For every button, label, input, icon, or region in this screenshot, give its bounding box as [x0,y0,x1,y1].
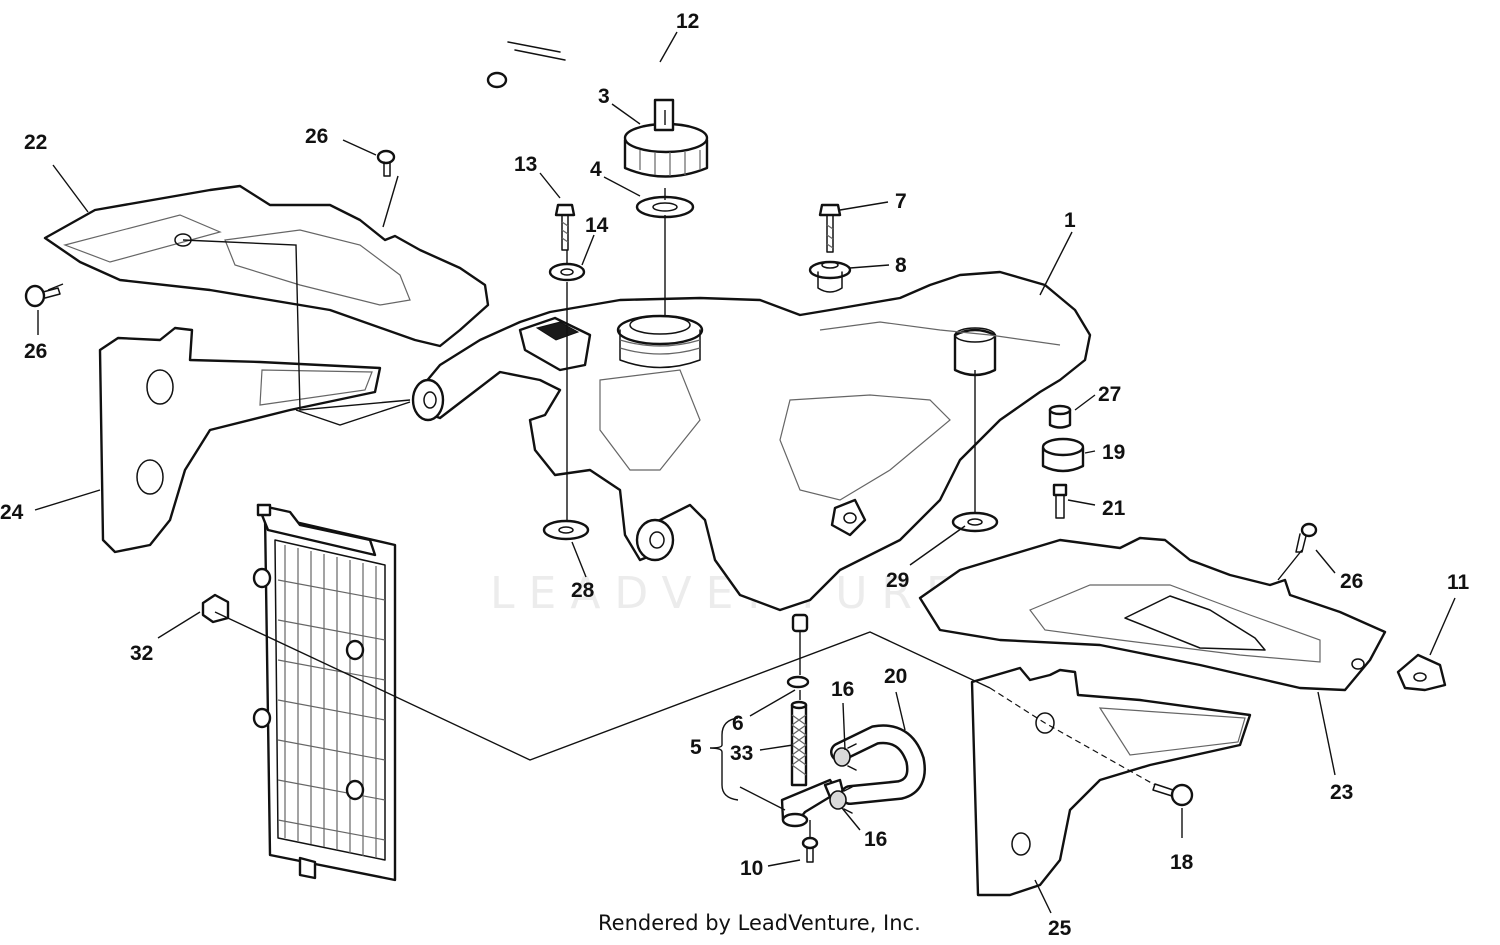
callout-27: 27 [1098,383,1121,406]
callout-26-upper: 26 [305,125,328,148]
callout-7: 7 [895,190,907,213]
part-16-hose-clamp-lower [829,786,853,814]
callout-22: 22 [24,131,47,154]
callout-26-left: 26 [24,340,47,363]
callout-10: 10 [740,857,763,880]
radiator-fins [277,545,386,858]
callout-26-right: 26 [1340,570,1363,593]
part-33-filter [790,700,808,787]
part-29-washer [951,511,999,533]
callout-25: 25 [1048,917,1072,940]
callout-24: 24 [0,501,24,524]
part-19-rubber-grommet [1041,437,1085,473]
part-11-clip-nut [1396,653,1447,692]
callout-29: 29 [886,569,909,592]
part-6-o-ring [786,675,810,689]
part-25-right-side-panel [970,666,1252,897]
part-13-bolt [554,203,576,251]
part-20-fuel-hose [830,724,926,805]
callout-labels: 1 12 3 4 13 14 7 8 27 19 21 28 29 22 26 … [0,10,1470,940]
part-14-washer [548,262,586,282]
part-8-grommet [808,260,852,293]
part-10-screw [801,836,819,863]
part-26-screw-upper [376,149,396,177]
part-21-bolt [1052,483,1068,519]
callout-4: 4 [590,158,602,181]
callout-28: 28 [571,579,595,602]
part-28-washer [542,519,590,541]
callout-20: 20 [884,665,907,688]
callout-5: 5 [690,736,702,759]
callout-13: 13 [514,153,537,176]
callout-11: 11 [1447,571,1470,594]
callout-16-lower: 16 [864,828,887,851]
part-27-collar [1048,404,1072,429]
watermark: LEADVENTURE [490,568,968,619]
part-32-clip [201,593,230,624]
credit-text: Rendered by LeadVenture, Inc. [598,911,921,935]
radiator [252,503,397,882]
leader-lines [34,31,1456,914]
callout-23: 23 [1330,781,1353,804]
part-3-fuel-cap [623,98,709,178]
part-24-left-side-panel [98,326,382,554]
callout-32: 32 [130,642,153,665]
callout-21: 21 [1102,497,1126,520]
callout-6: 6 [732,712,744,735]
part-1-fuel-tank [411,270,1092,633]
part-26-screw-right [1295,522,1318,553]
part-5-fuel-petcock [780,778,845,828]
callout-33: 33 [730,742,753,765]
part-26-screw-left [24,284,61,308]
part-23-right-shroud [918,536,1387,692]
callout-3: 3 [598,85,610,108]
callout-18: 18 [1170,851,1194,874]
callout-19: 19 [1102,441,1125,464]
part-16-hose-clamp-upper [833,743,857,771]
callout-16-upper: 16 [831,678,854,701]
part-7-bolt [818,203,842,253]
part-18-screw [1152,783,1194,807]
callout-14: 14 [585,214,609,237]
callout-8: 8 [895,254,907,277]
callout-12: 12 [676,10,699,33]
part-12-vent-hose [486,27,673,102]
part-22-left-shroud [43,184,490,348]
callout-1: 1 [1064,209,1076,232]
assembly-lines [182,110,1303,838]
